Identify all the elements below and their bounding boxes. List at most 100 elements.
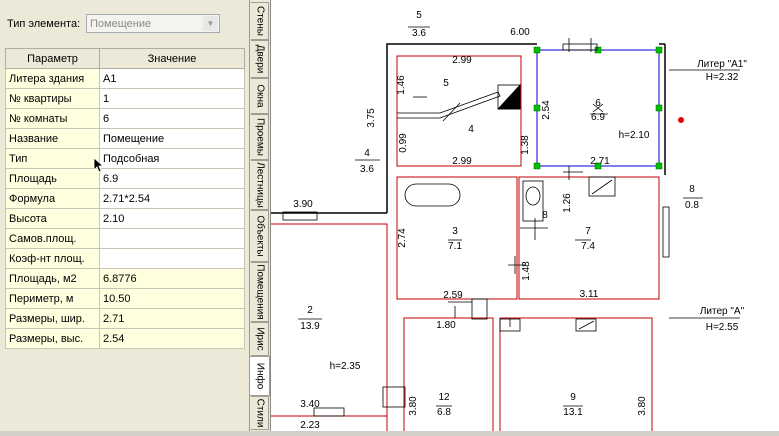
dimension-label: h=2.35 [330,361,361,372]
dimension-label: 7 [585,226,591,237]
tab-info[interactable]: Инфо [250,356,270,396]
dimension-label: 7.4 [581,241,595,252]
dimension-label: 6.00 [510,27,530,38]
param-cell: Площадь [5,168,100,189]
dimension-label: 0.99 [398,133,409,153]
param-cell: Периметр, м [5,288,100,309]
dimension-label: 5 [443,78,449,89]
param-cell: Высота [5,208,100,229]
dimension-label: 3.75 [366,108,377,128]
dimension-label: 6.8 [437,407,451,418]
dimension-label: 13.1 [563,407,583,418]
value-cell[interactable]: Помещение [99,128,245,149]
tab-walls[interactable]: Стены [251,2,269,40]
value-cell[interactable]: 6 [99,108,245,129]
value-cell[interactable]: 2.71*2.54 [99,188,245,209]
tab-rooms[interactable]: Помещения [251,262,269,322]
dimension-label: 1.46 [396,75,407,95]
dimension-label: 4 [468,124,474,135]
element-type-select[interactable]: Помещение ▼ [86,14,220,33]
param-cell: Тип [5,148,100,169]
tab-stairs[interactable]: Лестницы [251,160,269,210]
chevron-down-icon[interactable]: ▼ [203,16,218,31]
tab-label: Ирис [254,327,265,351]
tab-label: Лестницы [254,162,265,208]
tab-windows[interactable]: Окна [251,78,269,114]
table-row[interactable]: Размеры, выс.2.54 [5,328,245,349]
floor-plan-canvas[interactable]: 5 3.6 6.00 2.99 1.46 5 4 6 6.9 2.54 3.75… [271,0,779,431]
value-cell: 10.50 [99,288,245,309]
tab-label: Стили [254,398,265,428]
dimension-label: 13.9 [300,321,320,332]
table-row[interactable]: Самов.площ. [5,228,245,249]
tab-styles[interactable]: Стили [251,396,269,430]
dimension-label: Литер "А1" [697,59,747,70]
param-cell: Размеры, выс. [5,328,100,349]
value-cell[interactable]: А1 [99,68,245,89]
param-cell: Формула [5,188,100,209]
dimension-label: 6 [595,98,601,109]
value-cell[interactable] [99,248,245,269]
tab-openings[interactable]: Проемы [251,114,269,160]
tab-iris[interactable]: Ирис [251,322,269,356]
dimension-label: 8 [689,184,695,195]
param-cell: № квартиры [5,88,100,109]
dimension-label: H=2.32 [706,72,739,83]
dimension-label: h=2.10 [619,130,650,141]
dimension-label: 2.99 [452,55,472,66]
dimension-label: 0.8 [685,200,699,211]
dimension-label: 8 [542,210,548,221]
dimension-label: 9 [570,392,576,403]
dimension-label: 12 [438,392,450,403]
param-cell: Коэф-нт площ. [5,248,100,269]
value-cell[interactable]: 2.10 [99,208,245,229]
tab-label: Помещения [254,264,265,320]
value-cell[interactable] [99,228,245,249]
value-cell: 6.8776 [99,268,245,289]
dimension-label: 3.6 [412,28,426,39]
param-cell: № комнаты [5,108,100,129]
dimension-label: 3.90 [293,199,313,210]
table-row[interactable]: Размеры, шир.2.71 [5,308,245,329]
selection-handles[interactable] [533,46,663,170]
tab-doors[interactable]: Двери [251,40,269,78]
element-type-label: Тип элемента: [7,18,81,30]
dimension-label: 4 [364,148,370,159]
value-cell[interactable]: Подсобная [99,148,245,169]
value-cell[interactable]: 1 [99,88,245,109]
properties-panel: Тип элемента: Помещение ▼ Параметр Значе… [0,0,250,431]
dimension-label: 2 [307,305,313,316]
tab-label: Стены [254,6,265,36]
dimension-label: 1.48 [521,261,532,281]
param-cell: Литера здания [5,68,100,89]
dimension-label: 1.38 [520,135,531,155]
column-header-value[interactable]: Значение [99,48,245,69]
param-cell: Площадь, м2 [5,268,100,289]
column-header-param[interactable]: Параметр [5,48,100,69]
fixtures [282,26,740,417]
side-tab-strip: Стены Двери Окна Проемы Лестницы Объекты… [250,0,271,431]
tab-objects[interactable]: Объекты [251,210,269,262]
value-cell: 2.71 [99,308,245,329]
dimension-label: 3.6 [360,164,374,175]
dimension-label: 2.54 [541,100,552,120]
dimension-label: 1.26 [562,193,573,213]
dimension-label: 3 [452,226,458,237]
tab-label: Инфо [254,362,265,390]
element-type-value: Помещение [90,18,152,30]
table-row[interactable]: Коэф-нт площ. [5,248,245,269]
dimension-label: 2.59 [443,290,463,301]
value-cell[interactable]: 6.9 [99,168,245,189]
dimension-label: 3.11 [580,289,599,300]
